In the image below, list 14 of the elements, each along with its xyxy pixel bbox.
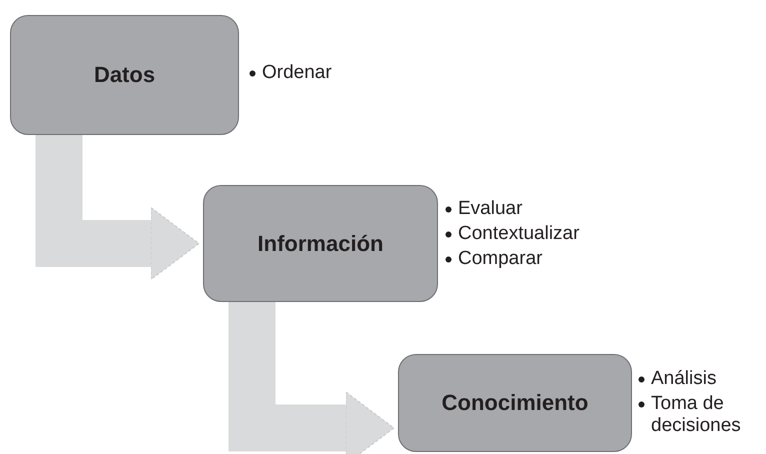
bullet-text: Análisis [651, 368, 718, 390]
bent-arrow [36, 135, 200, 280]
bent-arrow [228, 302, 394, 454]
bullet-text: Ordenar [262, 62, 333, 84]
box-title: Conocimiento [442, 390, 588, 416]
process-box [203, 185, 438, 302]
bullet-text: Toma de decisiones [651, 393, 742, 437]
box-title: Datos [94, 62, 156, 88]
process-box [10, 15, 239, 135]
bullet-text: Contextualizar [458, 223, 580, 245]
box-title: Información [258, 230, 384, 256]
bullet-text: Evaluar [458, 198, 524, 220]
bullet-text: Comparar [458, 248, 544, 270]
process-box [398, 354, 632, 452]
